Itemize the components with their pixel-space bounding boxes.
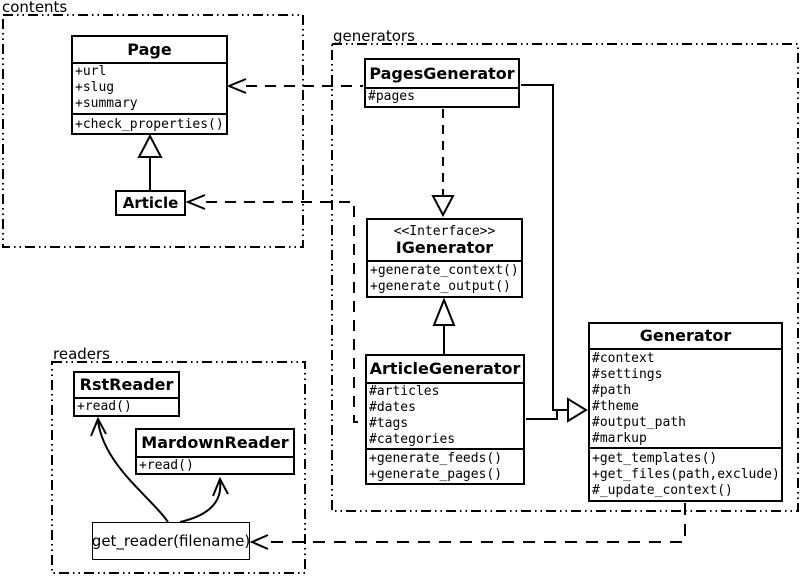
class-methods-page: +check_properties() — [73, 113, 226, 133]
class-box-pagesgenerator: PagesGenerator #pages — [364, 58, 520, 108]
package-label-contents: contents — [2, 0, 68, 16]
dependency-arrow-articlegenerator-to-article — [185, 194, 364, 423]
attribute: #output_path — [592, 415, 686, 430]
class-box-article: Article — [115, 190, 186, 216]
class-name-text: IGenerator — [395, 237, 494, 257]
attribute: #markup — [592, 431, 647, 446]
class-attributes-generator: #context #settings #path #theme #output_… — [590, 348, 781, 447]
method: +generate_feeds() — [369, 451, 503, 466]
class-methods-igenerator: +generate_context() +generate_output() — [368, 260, 521, 296]
class-attributes-pagesgenerator: #pages — [366, 87, 518, 106]
class-box-page: Page +url +slug +summary +check_properti… — [71, 35, 228, 135]
package-border-contents — [2, 14, 304, 248]
method: +generate_output() — [370, 279, 511, 294]
class-name-igenerator: <<Interface>> IGenerator — [368, 220, 521, 260]
package-border-generators — [331, 43, 799, 512]
attribute: #pages — [368, 89, 415, 104]
class-name-articlegenerator: ArticleGenerator — [369, 359, 521, 379]
attribute: #articles — [369, 384, 440, 399]
inheritance-arrow-article-to-page — [137, 133, 163, 190]
package-label-generators: generators — [333, 27, 415, 45]
curved-arrow-get-reader-to-rstreader — [90, 416, 169, 523]
class-name-page: Page — [127, 39, 172, 59]
dependency-arrow-pagesgenerator-to-page — [226, 78, 363, 94]
curved-arrow-get-reader-to-mardownreader — [179, 476, 229, 523]
method: +read() — [77, 399, 132, 414]
attribute: #categories — [369, 432, 456, 447]
method: +generate_context() — [370, 263, 519, 278]
class-box-generator: Generator #context #settings #path #them… — [588, 322, 783, 502]
class-box-igenerator: <<Interface>> IGenerator +generate_conte… — [366, 218, 523, 298]
attribute: +url — [75, 64, 107, 79]
package-label-readers: readers — [53, 345, 110, 363]
method: #_update_context() — [592, 483, 733, 498]
attribute: #theme — [592, 399, 639, 414]
method: +get_templates() — [592, 451, 718, 466]
package-border-readers — [51, 361, 306, 574]
method: +read() — [139, 458, 194, 473]
attribute: #context — [592, 351, 655, 366]
class-attributes-articlegenerator: #articles #dates #tags #categories — [367, 382, 523, 448]
class-methods-mardownreader: +read() — [137, 456, 293, 473]
attribute: +summary — [75, 96, 138, 111]
class-name-article: Article — [122, 193, 179, 212]
method: +get_files(path,exclude) — [592, 467, 780, 482]
attribute: #tags — [369, 416, 409, 431]
class-name-mardownreader: MardownReader — [141, 433, 289, 453]
method: +generate_pages() — [369, 467, 503, 482]
inheritance-arrow-articlegenerator-to-igenerator — [432, 297, 456, 354]
class-box-mardownreader: MardownReader +read() — [135, 428, 295, 475]
dependency-arrow-generator-to-get-reader — [249, 503, 686, 550]
attribute: #dates — [369, 400, 416, 415]
attribute: +slug — [75, 80, 115, 95]
class-methods-generator: +get_templates() +get_files(path,exclude… — [590, 447, 781, 500]
class-name-rstreader: RstReader — [79, 375, 174, 395]
class-box-articlegenerator: ArticleGenerator #articles #dates #tags … — [365, 354, 525, 485]
attribute: #settings — [592, 367, 663, 382]
class-attributes-page: +url +slug +summary — [73, 62, 226, 113]
class-box-rstreader: RstReader +read() — [73, 371, 180, 417]
method: +check_properties() — [75, 117, 224, 132]
function-box-get-reader: get_reader(filename) — [92, 522, 250, 560]
class-name-pagesgenerator: PagesGenerator — [369, 63, 515, 83]
class-methods-articlegenerator: +generate_feeds() +generate_pages() — [367, 448, 523, 483]
class-stereotype-interface: <<Interface>> — [393, 223, 496, 239]
realization-arrow-pagesgenerator-to-igenerator — [431, 109, 455, 218]
attribute: #path — [592, 383, 632, 398]
class-methods-rstreader: +read() — [75, 397, 178, 415]
class-name-generator: Generator — [639, 326, 732, 346]
inheritance-arrow-generators-to-generator — [521, 84, 588, 423]
